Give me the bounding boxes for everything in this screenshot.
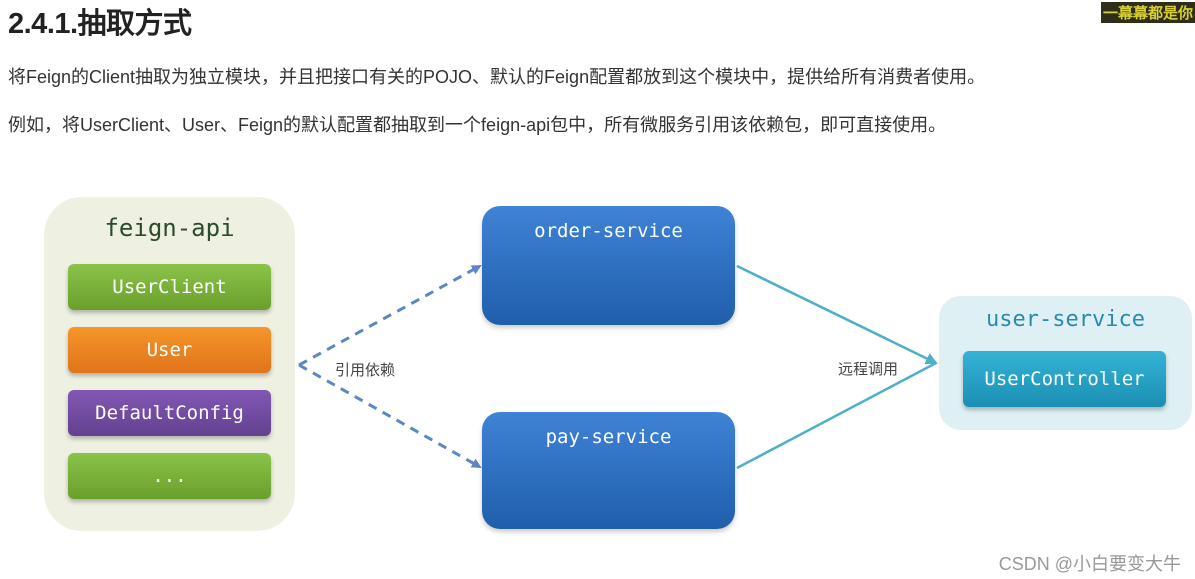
feign-api-title: feign-api bbox=[104, 214, 235, 242]
defaultconfig-box: DefaultConfig bbox=[68, 390, 271, 436]
order-service-label: order-service bbox=[534, 220, 683, 242]
danmaku-overlay: 一幕幕都是你 bbox=[1100, 2, 1195, 23]
usercontroller-box: UserController bbox=[963, 351, 1166, 407]
user-service-module: user-service UserController bbox=[939, 296, 1192, 430]
remote-call-arrow-order bbox=[736, 264, 938, 365]
pay-service-label: pay-service bbox=[545, 426, 672, 448]
remote-call-arrow-pay bbox=[736, 361, 937, 470]
dependency-label: 引用依赖 bbox=[335, 362, 396, 379]
user-pojo-box: User bbox=[68, 327, 271, 373]
feign-api-module: feign-api UserClient User DefaultConfig … bbox=[44, 197, 295, 531]
section-heading: 2.4.1.抽取方式 bbox=[8, 8, 192, 40]
remote-call-label: 远程调用 bbox=[838, 361, 899, 378]
paragraph-example: 例如，将UserClient、User、Feign的默认配置都抽取到一个feig… bbox=[8, 115, 947, 135]
paragraph-intro: 将Feign的Client抽取为独立模块，并且把接口有关的POJO、默认的Fei… bbox=[8, 67, 986, 87]
csdn-watermark: CSDN @小白要变大牛 bbox=[998, 554, 1181, 574]
order-service-box: order-service bbox=[482, 206, 735, 325]
dependency-arrow-pay bbox=[298, 363, 482, 469]
pay-service-box: pay-service bbox=[482, 412, 735, 529]
dependency-arrow-order bbox=[298, 264, 482, 367]
more-items-box: ... bbox=[68, 453, 271, 499]
userclient-box: UserClient bbox=[68, 264, 271, 310]
user-service-title: user-service bbox=[986, 307, 1145, 332]
